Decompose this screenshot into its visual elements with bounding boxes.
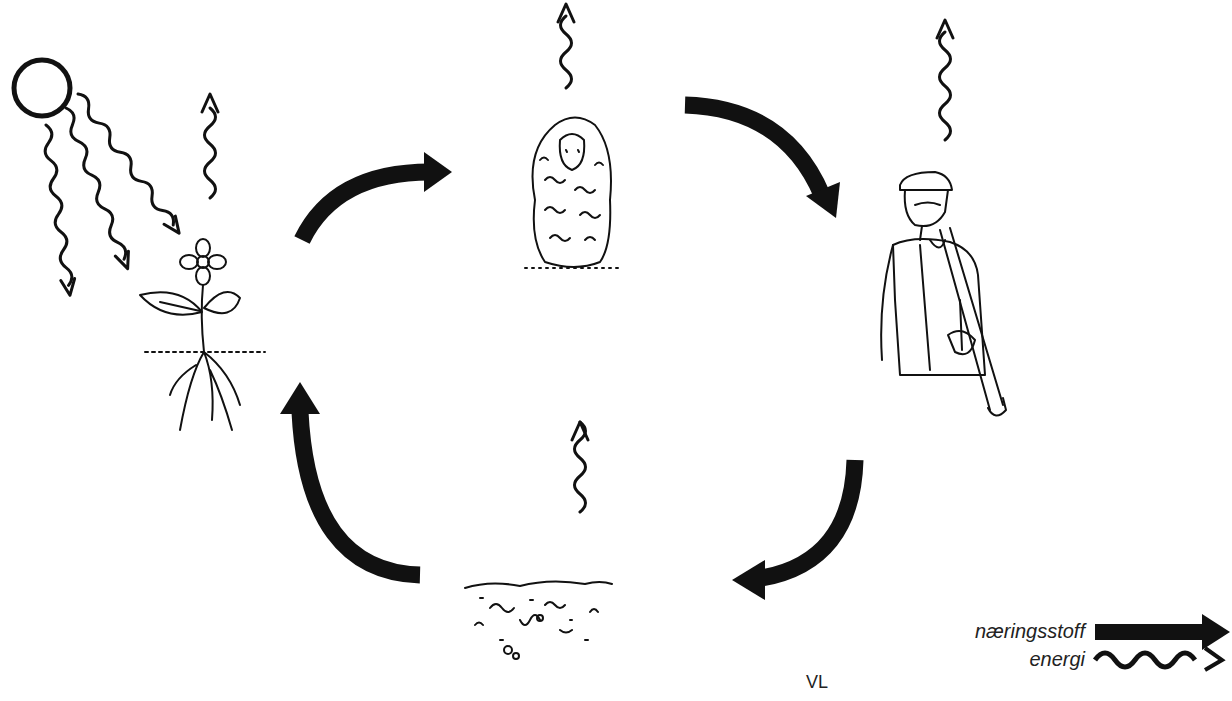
soil-decomposers xyxy=(465,581,612,659)
corner-label: VL xyxy=(806,672,828,693)
sun-ray xyxy=(59,105,134,271)
legend-nutrient-sample xyxy=(1095,624,1205,640)
energy-arrow xyxy=(937,20,953,140)
sheep xyxy=(525,118,620,269)
legend-samples xyxy=(1095,614,1230,670)
sun xyxy=(14,60,70,116)
arrow-head xyxy=(424,152,452,192)
arrow-head xyxy=(806,182,840,218)
nutrient-arrow xyxy=(685,105,822,195)
energy-arrow xyxy=(202,94,218,198)
arrow-head xyxy=(280,382,320,414)
hunter xyxy=(881,172,1006,416)
arrow-head xyxy=(732,560,765,600)
nutrient-arrow xyxy=(300,412,420,575)
legend-energy-sample xyxy=(1205,648,1222,670)
legend-energy-sample xyxy=(1095,653,1195,667)
nutrient-arrow xyxy=(302,172,430,240)
legend-text: næringsstoff xyxy=(975,620,1085,643)
sun-ray xyxy=(39,124,77,296)
nutrient-arrow xyxy=(762,460,855,578)
plant xyxy=(140,239,265,430)
sun-ray xyxy=(72,90,184,237)
legend-text: energi xyxy=(1029,648,1085,671)
energy-arrow xyxy=(572,422,588,512)
energy-arrow xyxy=(558,4,574,88)
legend-nutrient-sample xyxy=(1202,614,1230,650)
